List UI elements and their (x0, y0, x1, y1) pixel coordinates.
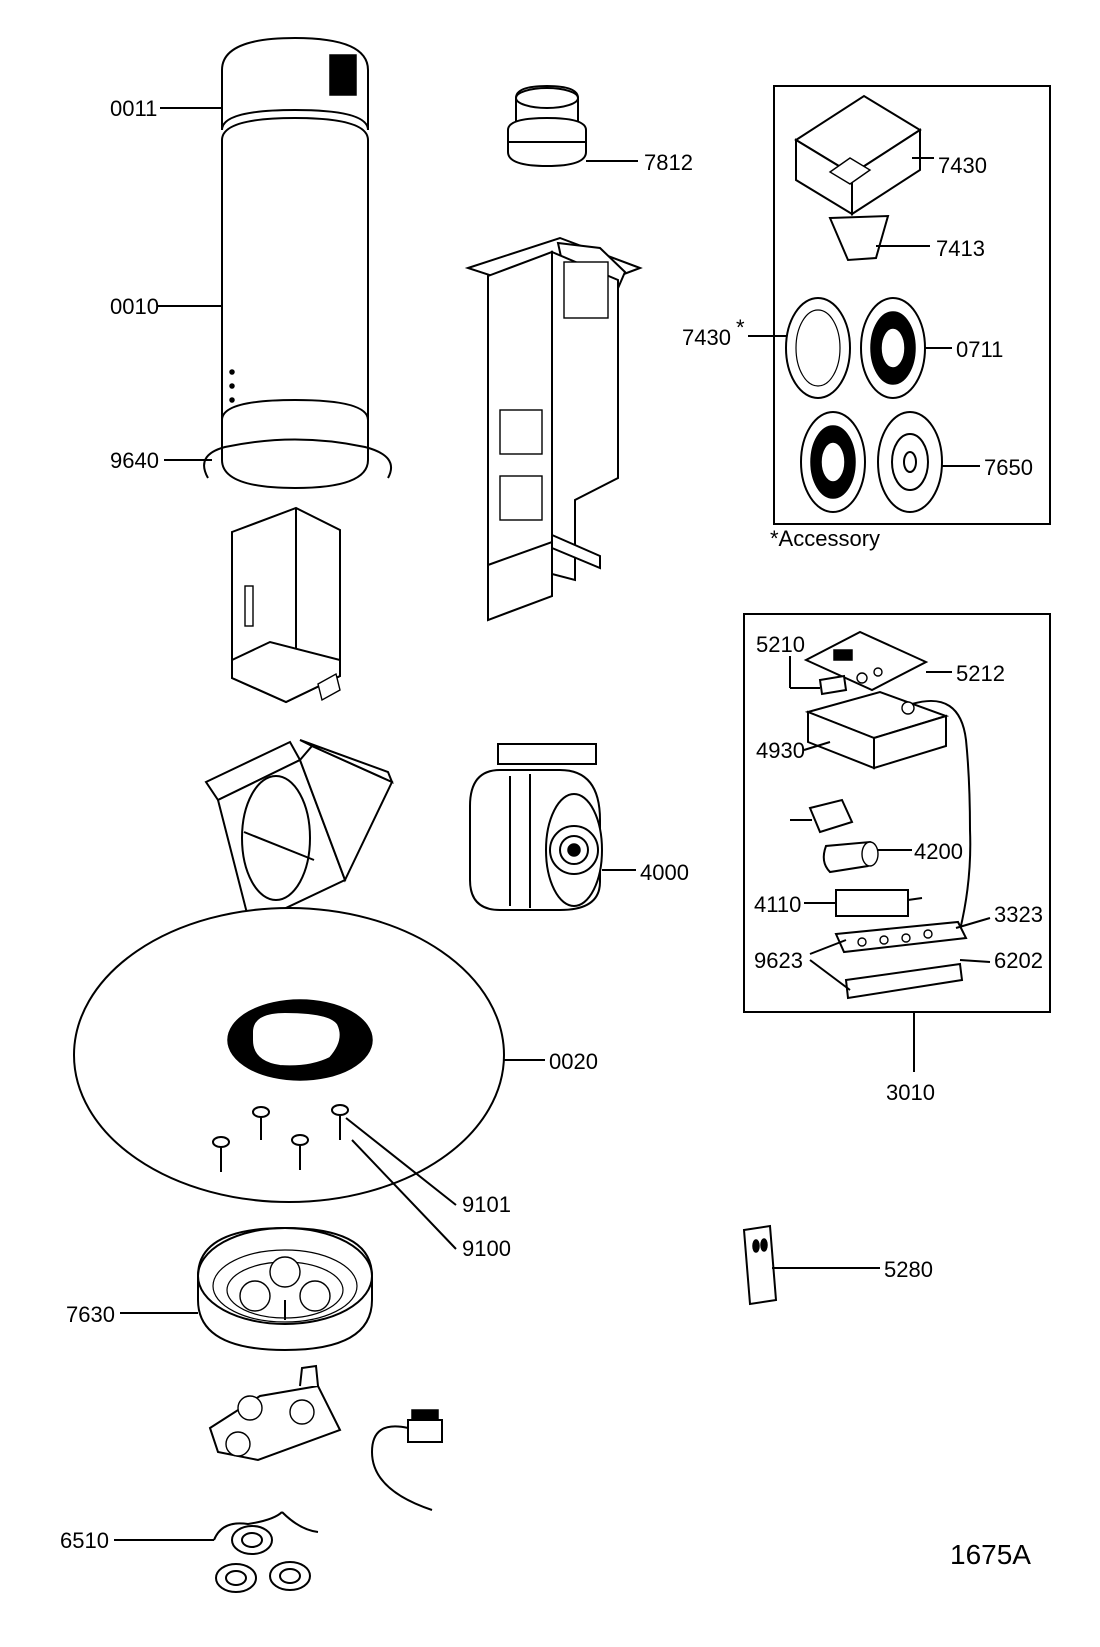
label-4000: 4000 (602, 860, 689, 885)
accessory-star: * (736, 315, 745, 340)
support-frame (464, 236, 643, 622)
inner-chimney-bracket (231, 506, 341, 704)
accessory-note: *Accessory (770, 526, 880, 551)
chimney-clamp-ring (203, 398, 393, 490)
label-9640: 9640 (110, 448, 212, 473)
label-6510-text: 6510 (60, 1528, 109, 1553)
label-0010: 0010 (110, 294, 222, 319)
label-0020-text: 0020 (549, 1049, 598, 1074)
label-7430-filter-text: 7430 (682, 325, 731, 350)
label-4930: 4930 (756, 738, 831, 763)
label-6510: 6510 (60, 1528, 214, 1553)
chimney-upper-cover (221, 36, 369, 131)
chimney-lower-cover (221, 116, 369, 421)
label-7430-box: 7430 (912, 153, 987, 178)
label-4200-text: 4200 (914, 839, 963, 864)
label-0011: 0011 (110, 96, 222, 121)
label-7650: 7650 (942, 455, 1033, 480)
filter-grille (197, 1226, 373, 1352)
label-9623: 9623 (754, 939, 851, 991)
label-4000-text: 4000 (640, 860, 689, 885)
label-7650-text: 7650 (984, 455, 1033, 480)
hood-canopy-disc (73, 907, 505, 1203)
label-7430-filter: 7430 * (682, 315, 786, 350)
label-7630-text: 7630 (66, 1302, 115, 1327)
light-transformer (370, 1409, 443, 1511)
label-4110: 4110 (754, 892, 836, 917)
motor-mount-frame (204, 739, 394, 927)
label-9101-text: 9101 (462, 1192, 511, 1217)
label-0020: 0020 (504, 1049, 598, 1074)
label-7812: 7812 (586, 150, 693, 175)
label-9100-text: 9100 (462, 1236, 511, 1261)
label-9623-text: 9623 (754, 948, 803, 973)
label-5210: 5210 (756, 632, 820, 689)
label-4110-text: 4110 (754, 892, 801, 917)
canopy-screws (212, 1104, 349, 1172)
label-7413-text: 7413 (936, 236, 985, 261)
label-7630: 7630 (66, 1302, 198, 1327)
label-6202-text: 6202 (994, 948, 1043, 973)
label-7413: 7413 (876, 236, 985, 261)
label-3323: 3323 (955, 902, 1043, 929)
label-5280: 5280 (772, 1257, 933, 1282)
label-4930-text: 4930 (756, 738, 805, 763)
label-7430-box-text: 7430 (938, 153, 987, 178)
electronics-box (743, 613, 1051, 1013)
label-7812-text: 7812 (644, 150, 693, 175)
halogen-lamps (213, 1511, 319, 1593)
label-3010-text: 3010 (886, 1080, 935, 1105)
label-0010-text: 0010 (110, 294, 159, 319)
remote-control (742, 1224, 778, 1306)
label-9101: 9101 (345, 1117, 511, 1217)
duct-adapter (507, 84, 587, 168)
label-4200: 4200 (878, 839, 963, 864)
label-0711: 0711 (925, 337, 1003, 362)
blower-motor (469, 743, 603, 911)
label-9640-text: 9640 (110, 448, 159, 473)
label-6202: 6202 (959, 948, 1043, 973)
label-5280-text: 5280 (884, 1257, 933, 1282)
label-5212: 5212 (926, 661, 1005, 686)
accessory-box (773, 85, 1051, 525)
label-3323-text: 3323 (994, 902, 1043, 927)
label-5212-text: 5212 (956, 661, 1005, 686)
label-5210-text: 5210 (756, 632, 805, 657)
label-9100: 9100 (351, 1139, 511, 1261)
diagram-id: 1675A (950, 1539, 1031, 1570)
label-0711-text: 0711 (956, 337, 1003, 362)
light-bracket (208, 1364, 342, 1462)
label-3010: 3010 (886, 1012, 935, 1105)
label-0011-text: 0011 (110, 96, 157, 121)
